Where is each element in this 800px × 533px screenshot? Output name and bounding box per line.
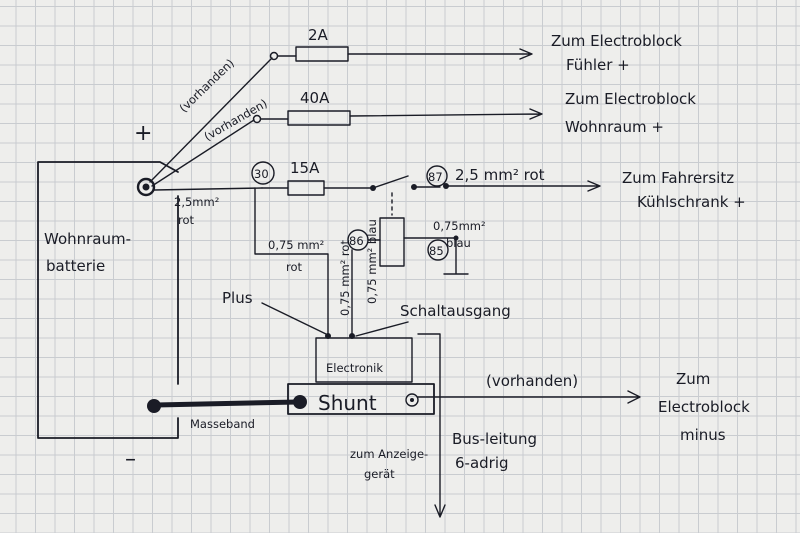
vertical-wire-rot: 0,75 mm² rot [338,240,352,316]
vertical-wire-blau: 0,75 mm² blau [365,219,379,304]
dest-minus-line2: Electroblock [658,398,750,416]
existing-tag-upper: (vorhanden) [176,56,237,115]
fuse-15a [287,180,325,196]
connector-2a [269,51,279,61]
coil-wire-size: 0,75mm² [433,219,486,233]
arrow-to-block-sensor [347,48,533,60]
dest-sensor-line2: Fühler + [566,56,630,74]
dest-living-line1: Zum Electroblock [565,90,696,108]
battery-plus-terminal [136,177,156,197]
shunt-box [287,383,435,415]
plus-leader [261,302,327,335]
arrow-to-fridge [445,180,601,192]
battery-plus-terminal-dot [142,183,150,191]
bus-line-arrow [417,333,446,518]
relay-pin-86-label: 86 [349,234,364,248]
fuse-40a-label: 40A [300,89,330,107]
battery-wire-color: rot [178,213,195,227]
arrow-to-block-living [349,108,543,120]
relay-pin-30 [251,161,275,185]
coil-wire-color: blau [446,236,471,250]
battery-label-line1: Wohnraum- [44,230,131,248]
arrow-to-block-minus [417,390,641,404]
dest-living-line2: Wohnraum + [565,118,664,136]
battery-label-line2: batterie [46,257,105,275]
relay-pin-87-label: 87 [428,170,443,184]
fuse-15a-label: 15A [290,159,320,177]
wire-plus-to-electronics [254,187,329,335]
plus-label: Plus [222,289,253,307]
display-label-line1: zum Anzeige- [350,447,428,461]
existing-tag-right: (vorhanden) [486,372,578,390]
relay-section: 30 15A 87 2,5 mm² rot Zum Fahrersitz Küh… [251,159,746,275]
display-label-line2: gerät [364,467,395,481]
dest-fridge-line1: Zum Fahrersitz [622,169,734,187]
control-wire-size: 0,75 mm² [268,238,324,252]
monitor-unit: Electronik Shunt Masseband zum Anzeige- … [153,333,750,518]
battery-minus-sign: – [125,447,136,472]
control-wires: 0,75 mm² rot 0,75 mm² rot 0,75 mm² blau … [222,187,511,339]
dest-minus-line3: minus [680,426,726,444]
shunt-label: Shunt [318,391,377,415]
relay-pin-87 [426,165,448,187]
switch-output-label: Schaltausgang [400,302,511,320]
battery-wire-size: 2,5mm² [174,195,219,209]
ground-strap-label: Masseband [190,417,255,431]
fuse-40a-line: 40A Zum Electroblock Wohnraum + [260,89,696,136]
dest-sensor-line1: Zum Electroblock [551,32,682,50]
battery: Wohnraum- batterie + – [37,121,179,472]
fuse-2a-line: 2A Zum Electroblock Fühler + [277,26,682,74]
wire-to-relay-30 [153,187,263,191]
bus-label-line1: Bus-leitung [452,430,537,448]
shunt-load-terminal [405,393,419,407]
pin-85-dot [453,235,459,241]
fuse-40a [287,110,351,126]
wire-to-40a-fuse [151,119,255,187]
relay-pin-85-label: 85 [429,244,444,258]
battery-wire-labels: 2,5mm² rot [174,195,219,227]
ground-strap [153,399,301,408]
relay-output-wire-label: 2,5 mm² rot [455,166,545,184]
electronics-label: Electronik [326,361,383,375]
wire-to-2a-fuse [149,57,273,183]
relay-coil [379,217,405,267]
electronics-box [315,337,413,383]
switch-output-leader [355,321,409,337]
relay-pin-30-label: 30 [254,167,269,181]
relay-pin-85 [427,239,449,261]
battery-plus-sign: + [134,121,152,146]
relay-switch-blade [372,175,409,189]
battery-outline [37,161,179,439]
bus-label-line2: 6-adrig [455,454,509,472]
dest-fridge-line2: Kühlschrank + [637,193,746,211]
shunt-load-terminal-dot [410,398,414,402]
fuse-2a-label: 2A [308,26,329,44]
control-wire-color: rot [286,260,303,274]
dest-minus-line1: Zum [676,370,710,388]
fuse-2a [295,46,349,62]
